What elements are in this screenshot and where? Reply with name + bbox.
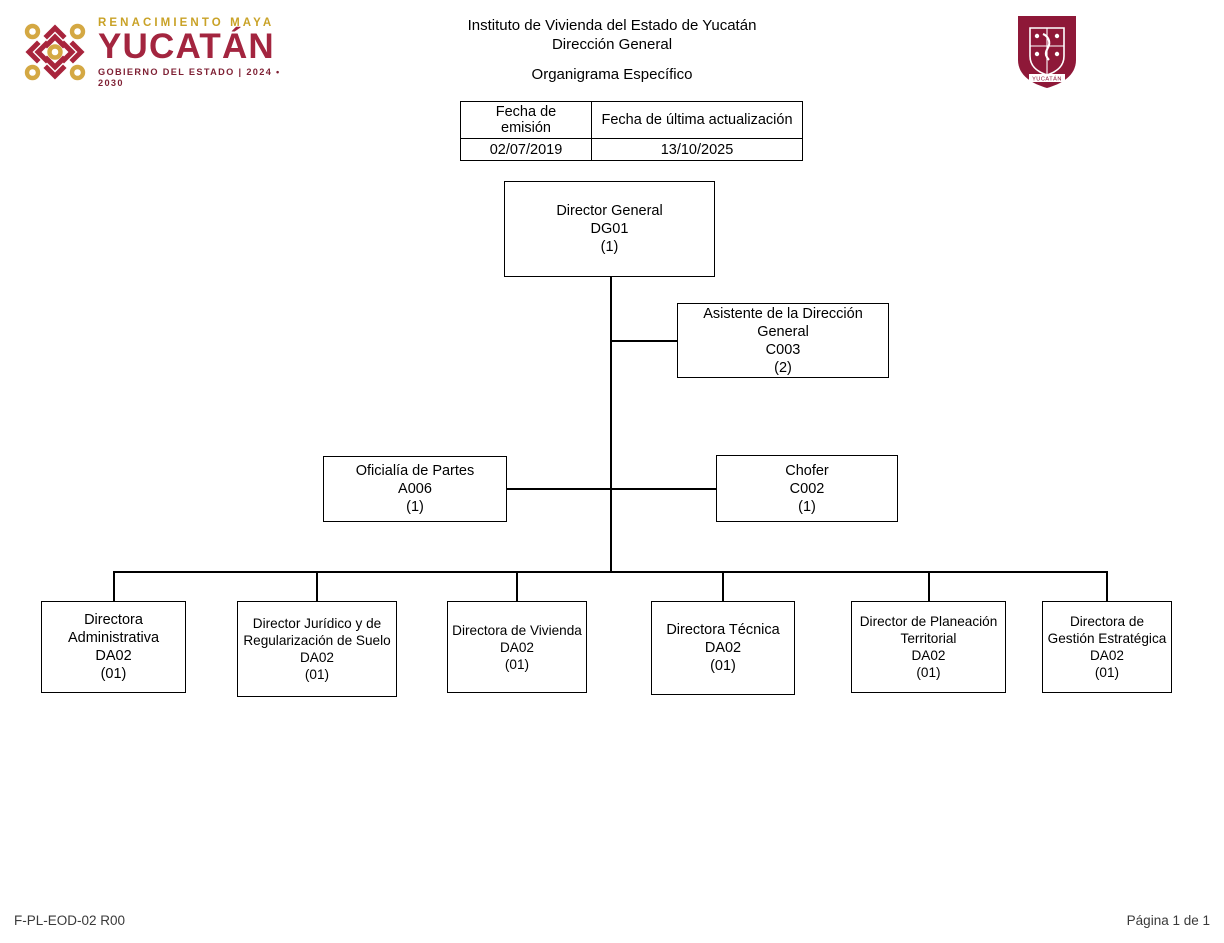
page-title-line1: Instituto de Vivienda del Estado de Yuca…: [467, 17, 757, 34]
connector-bus-directorates: [113, 571, 1108, 573]
connector-to-chofer: [610, 488, 717, 490]
org-node-directora-gestion-estrategica-text: Directora de Gestión Estratégica DA02 (0…: [1047, 614, 1167, 680]
org-node-director-planeacion-territorial-text: Director de Planeación Territorial DA02 …: [859, 614, 998, 680]
connector-drop-2: [316, 571, 318, 601]
org-node-directora-de-vivienda[interactable]: Directora de Vivienda DA02 (01): [447, 601, 587, 693]
org-node-directora-tecnica[interactable]: Directora Técnica DA02 (01): [651, 601, 795, 695]
date-table: Fecha de emisión Fecha de última actuali…: [460, 101, 803, 161]
yucatan-government-logo: RENACIMIENTO MAYA YUCATÁN GOBIERNO DEL E…: [22, 15, 302, 89]
connector-drop-3: [516, 571, 518, 601]
connector-drop-5: [928, 571, 930, 601]
org-node-director-general[interactable]: Director General DG01 (1): [504, 181, 715, 277]
date-emision-value: 02/07/2019: [460, 138, 592, 161]
logo-subtext: GOBIERNO DEL ESTADO | 2024 • 2030: [98, 67, 281, 89]
org-node-director-juridico-regularizacion-suelo-text: Director Jurídico y de Regularización de…: [243, 616, 391, 682]
connector-drop-1: [113, 571, 115, 601]
connector-trunk-main: [610, 276, 612, 572]
org-node-directora-de-vivienda-text: Directora de Vivienda DA02 (01): [452, 622, 582, 672]
date-actualizacion-value: 13/10/2025: [591, 138, 803, 161]
logo-main-text: YUCATÁN: [98, 27, 275, 67]
org-node-directora-gestion-estrategica[interactable]: Directora de Gestión Estratégica DA02 (0…: [1042, 601, 1172, 693]
yucatan-coat-of-arms-icon: YUCATÁN: [1018, 16, 1076, 88]
org-node-chofer-text: Chofer C002 (1): [785, 462, 829, 515]
logo-wordmark: RENACIMIENTO MAYA YUCATÁN GOBIERNO DEL E…: [98, 15, 302, 89]
connector-to-asistente: [610, 340, 678, 342]
org-node-oficialia-de-partes-text: Oficialía de Partes A006 (1): [355, 463, 475, 515]
shield-label: YUCATÁN: [1032, 75, 1062, 82]
org-node-chofer[interactable]: Chofer C002 (1): [716, 455, 898, 522]
org-node-asistente-direccion-general[interactable]: Asistente de la Dirección General C003 (…: [677, 303, 889, 378]
date-table-value-row: 02/07/2019 13/10/2025: [460, 138, 803, 161]
date-table-header-row: Fecha de emisión Fecha de última actuali…: [460, 101, 803, 139]
org-node-directora-administrativa-text: Directora Administrativa DA02 (01): [67, 612, 160, 682]
connector-drop-4: [722, 571, 724, 601]
page-title: Instituto de Vivienda del Estado de Yuca…: [0, 16, 1224, 54]
org-node-asistente-direccion-general-text: Asistente de la Dirección General C003 (…: [703, 305, 863, 376]
date-table-header-emision: Fecha de emisión: [460, 101, 592, 139]
org-node-director-juridico-regularizacion-suelo[interactable]: Director Jurídico y de Regularización de…: [237, 601, 397, 697]
page-title-line2: Dirección General: [551, 36, 673, 53]
org-node-director-general-text: Director General DG01 (1): [556, 203, 663, 255]
connector-to-oficialia: [506, 488, 611, 490]
date-table-header-actualizacion: Fecha de última actualización: [591, 101, 803, 139]
footer-document-code: F-PL-EOD-02 R00: [14, 913, 126, 928]
connector-drop-6: [1106, 571, 1108, 601]
logo-kicker: RENACIMIENTO MAYA: [98, 16, 275, 29]
footer-page-number: Página 1 de 1: [1126, 913, 1210, 928]
page-subtitle: Organigrama Específico: [531, 66, 693, 83]
org-node-directora-administrativa[interactable]: Directora Administrativa DA02 (01): [41, 601, 186, 693]
maya-emblem-icon: [24, 23, 86, 81]
org-node-oficialia-de-partes[interactable]: Oficialía de Partes A006 (1): [323, 456, 507, 522]
org-node-directora-tecnica-text: Directora Técnica DA02 (01): [666, 622, 780, 674]
org-node-director-planeacion-territorial[interactable]: Director de Planeación Territorial DA02 …: [851, 601, 1006, 693]
